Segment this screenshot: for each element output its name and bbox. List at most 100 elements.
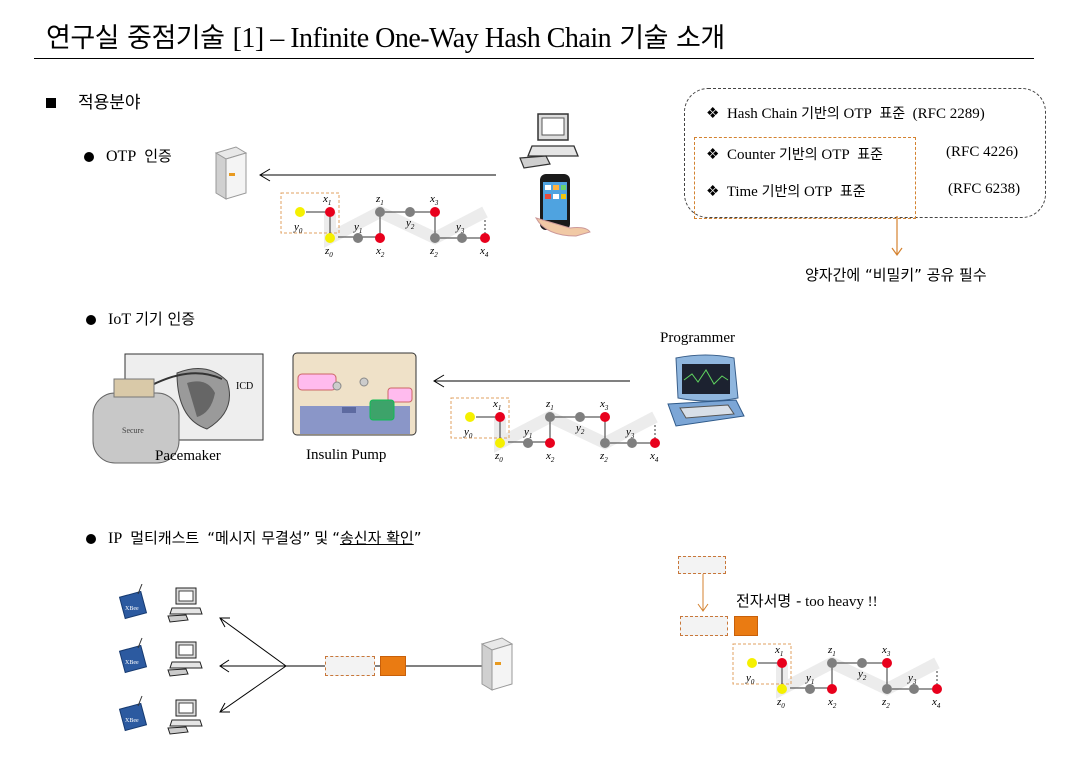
node-y0 (465, 412, 475, 422)
iot-label-en: IoT (108, 311, 132, 328)
pacemaker-image: ICD Secure (92, 353, 264, 464)
sender-server-icon (480, 637, 514, 691)
label-z1: z1 (375, 193, 384, 207)
diamond-bullet-icon: ❖ (706, 106, 720, 122)
section-label: 적용분야 (78, 93, 141, 113)
y0-box (732, 643, 792, 685)
label-z0: z0 (494, 450, 503, 464)
node-y3 (627, 438, 637, 448)
original-message-box (678, 556, 726, 574)
label-x3: x3 (429, 193, 439, 207)
ip-heading: IP 멀티캐스트 “메시지 무결성” 및 “송신자 확인” (86, 527, 422, 548)
label-y1: y1 (353, 221, 362, 235)
otp-label-en: OTP (106, 148, 137, 165)
secret-key-note: 양자간에 “비밀키” 공유 필수 (805, 266, 987, 284)
node-y1 (353, 233, 363, 243)
label-y3: y3 (907, 672, 917, 686)
label-x1: x1 (322, 193, 331, 207)
label-y0: y0 (293, 221, 303, 235)
node-x4 (932, 684, 942, 694)
bullet-icon (86, 534, 96, 545)
ip-label-kr: 멀티캐스트 (130, 529, 200, 547)
node-x3 (430, 207, 440, 217)
node-z0 (777, 684, 787, 694)
iot-heading: IoT 기기 인증 (86, 308, 195, 329)
node-x4 (650, 438, 660, 448)
node-x3 (882, 658, 892, 668)
bullet-icon (86, 315, 96, 326)
section-heading: 적용분야 (46, 88, 141, 113)
node-y2 (575, 412, 585, 422)
std-otp: OTP (803, 184, 833, 200)
node-z2 (430, 233, 440, 243)
node-x1 (777, 658, 787, 668)
square-bullet-icon (46, 98, 56, 108)
ip-integrity: “메시지 무결성” (207, 529, 311, 547)
ip-and: 및 (314, 529, 329, 547)
node-x2 (827, 684, 837, 694)
node-z2 (882, 684, 892, 694)
label-y1: y1 (805, 672, 814, 686)
std-rfc-4226: (RFC 4226) (946, 144, 1019, 160)
label-z2: z2 (881, 696, 890, 710)
std-otp: OTP (843, 106, 872, 122)
page-title: 연구실 중점기술 [1] – Infinite One-Way Hash Cha… (46, 16, 725, 55)
receivers-group: XBee (118, 584, 203, 735)
highlight-box (694, 137, 916, 219)
label-y2: y2 (575, 422, 585, 436)
label-y1: y1 (523, 426, 532, 440)
signature-note: 전자서명 - too heavy !! (736, 590, 878, 611)
label-y3: y3 (625, 426, 635, 440)
standard-counter: ❖ Counter 기반의 OTP 표준 (706, 144, 883, 164)
node-z1 (545, 412, 555, 422)
signed-signature-box (734, 616, 758, 636)
label-x4: x4 (479, 245, 489, 259)
label-x3: x3 (599, 398, 609, 412)
server-icon (214, 146, 248, 200)
label-y0: y0 (463, 426, 473, 440)
pacemaker-label: Pacemaker (155, 448, 221, 464)
label-x1: x1 (492, 398, 501, 412)
signature-box (380, 656, 406, 676)
std-std: 표준 (839, 184, 866, 200)
node-x2 (375, 233, 385, 243)
standard-time: ❖ Time 기반의 OTP 표준 (706, 181, 866, 201)
title-korean: 연구실 중점기술 (46, 23, 225, 54)
standard-hash-chain: ❖ Hash Chain 기반의 OTP 표준 (RFC 2289) (706, 103, 985, 123)
standards-box (684, 88, 1046, 218)
label-x4: x4 (931, 696, 941, 710)
node-y0 (747, 658, 757, 668)
std-kr: 기반의 (779, 147, 818, 163)
std-kr: 기반의 (801, 106, 840, 122)
node-y2 (857, 658, 867, 668)
label-z0: z0 (776, 696, 785, 710)
node-x1 (325, 207, 335, 217)
std-kr: 기반의 (761, 184, 801, 200)
ip-quote-open: “ (332, 529, 340, 547)
label-y3: y3 (455, 221, 465, 235)
node-y1 (523, 438, 533, 448)
title-rule (34, 58, 1034, 59)
sign-arrow (697, 574, 709, 612)
label-y2: y2 (857, 668, 867, 682)
node-z0 (325, 233, 335, 243)
node-z1 (375, 207, 385, 217)
signature-kr: 전자서명 - (736, 592, 802, 610)
node-y3 (909, 684, 919, 694)
diamond-bullet-icon: ❖ (706, 147, 720, 163)
smartphone-icon (534, 174, 591, 237)
desktop-computer-icon (519, 113, 579, 169)
insulin-pump-image (292, 352, 417, 436)
insulin-pump-label: Insulin Pump (306, 447, 387, 463)
node-x1 (495, 412, 505, 422)
label-y2: y2 (405, 217, 415, 231)
node-y2 (405, 207, 415, 217)
programmer-device-icon (667, 354, 745, 427)
signed-message-box (680, 616, 728, 636)
otp-flow-arrow (259, 168, 496, 182)
title-english: [1] – Infinite One-Way Hash Chain (232, 23, 612, 54)
label-z2: z2 (429, 245, 438, 259)
std-rfc-6238: (RFC 6238) (948, 181, 1021, 197)
